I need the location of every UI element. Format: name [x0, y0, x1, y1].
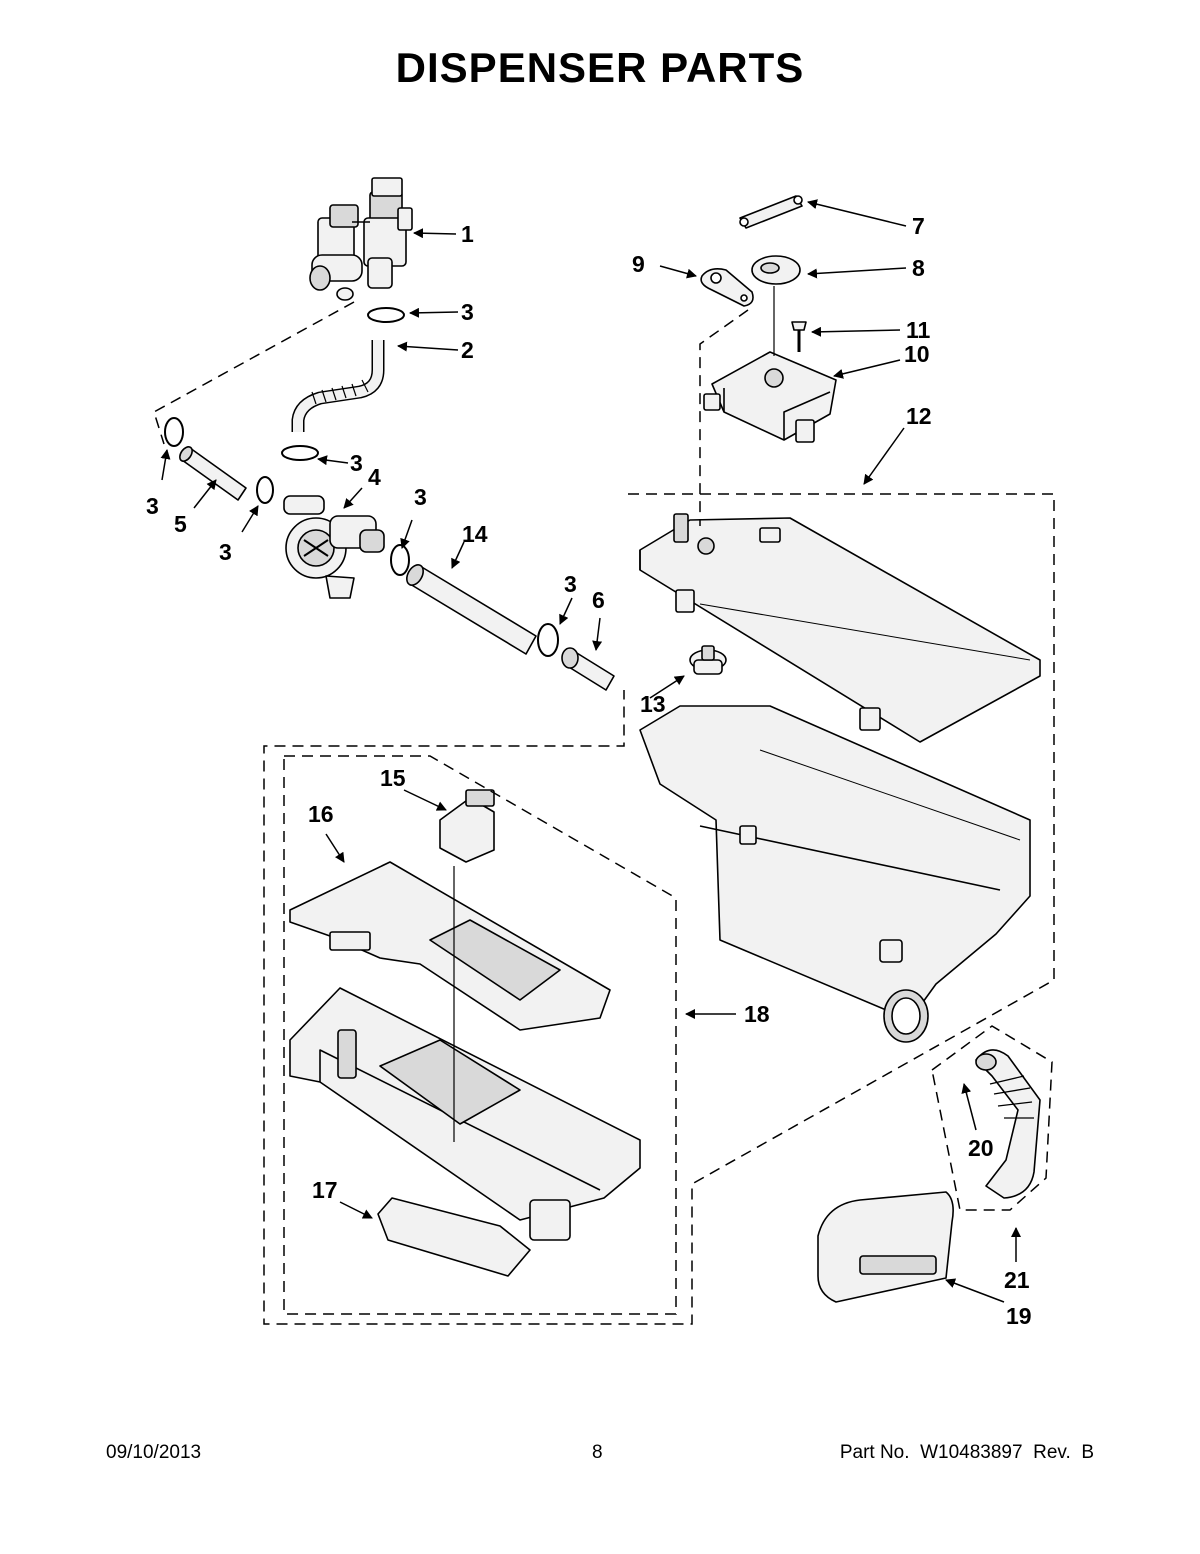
- assembly-line-drain-hose: [931, 1025, 1053, 1211]
- callout-12: 12: [906, 403, 932, 429]
- callout-13: 13: [640, 691, 666, 717]
- assembly-line-motor-to-cover: [699, 309, 749, 526]
- alignment-lines: [453, 286, 775, 1142]
- callout-6: 6: [592, 587, 605, 613]
- assembly-line-drawer-outline: [283, 755, 677, 1315]
- part-11-screw: [791, 321, 807, 352]
- dispenser-housing: [639, 705, 1031, 1043]
- part-8-cam: [751, 255, 801, 285]
- callout-7: 7: [912, 213, 925, 239]
- callout-19: 19: [1006, 1303, 1032, 1329]
- part-19-drawer-handle: [817, 1191, 954, 1303]
- part-15-siphon-cap: [439, 789, 495, 863]
- callout-3-valve-clamp: 3: [461, 299, 474, 325]
- part-13-sensor: [689, 645, 727, 675]
- callout-18: 18: [744, 1001, 770, 1027]
- callout-1: 1: [461, 221, 474, 247]
- callout-3-hose-clamp: 3: [350, 450, 363, 476]
- part-5-short-hose: [179, 446, 247, 501]
- callout-3-left-clamp: 3: [146, 493, 159, 519]
- part-16-drawer-lid: [289, 861, 611, 1031]
- footer-page-number: 8: [592, 1442, 603, 1463]
- part-2-valve-hose: [291, 340, 385, 432]
- part-18-drawer: [289, 987, 641, 1241]
- page-title: DISPENSER PARTS: [395, 44, 805, 91]
- callout-11: 11: [906, 317, 931, 343]
- leader-arrows: [160, 199, 1021, 1303]
- part-1-inlet-valve: [309, 177, 413, 301]
- callout-3-long-hose-clamp: 3: [414, 484, 427, 510]
- callout-17: 17: [312, 1177, 338, 1203]
- callout-15: 15: [380, 765, 406, 791]
- part-6-nozzle: [561, 647, 615, 691]
- footer-part-number: Part No. W10483897 Rev. B: [839, 1442, 1094, 1463]
- part-14-long-hose: [406, 564, 537, 655]
- callout-3-nozzle-clamp: 3: [564, 571, 577, 597]
- part-10-diverter-motor: [703, 351, 837, 443]
- part-9-seal-plate: [700, 268, 754, 307]
- callout-14: 14: [462, 521, 488, 547]
- callout-8: 8: [912, 255, 925, 281]
- part-20-21-drain-hose: [975, 1049, 1041, 1199]
- callout-2: 2: [461, 337, 474, 363]
- footer-date: 09/10/2013: [106, 1442, 202, 1463]
- callout-3-short-hose-clamp: 3: [219, 539, 232, 565]
- part-3-hose-clamps: [164, 307, 559, 657]
- part-4-inlet-housing: [283, 495, 385, 599]
- assembly-line-dispenser-outline: [263, 493, 1055, 1325]
- assembly-line-valve-to-hose: [153, 301, 355, 445]
- callout-10: 10: [904, 341, 930, 367]
- part-12-dispenser-cover: [639, 513, 1041, 743]
- callout-4: 4: [368, 464, 381, 490]
- callout-20: 20: [968, 1135, 994, 1161]
- assembly-lines: [153, 301, 1055, 1325]
- callout-21: 21: [1004, 1267, 1030, 1293]
- part-17-siphon-insert: [377, 1197, 531, 1277]
- callout-16: 16: [308, 801, 334, 827]
- callout-9: 9: [632, 251, 645, 277]
- callout-5: 5: [174, 511, 187, 537]
- part-7-link: [739, 195, 803, 229]
